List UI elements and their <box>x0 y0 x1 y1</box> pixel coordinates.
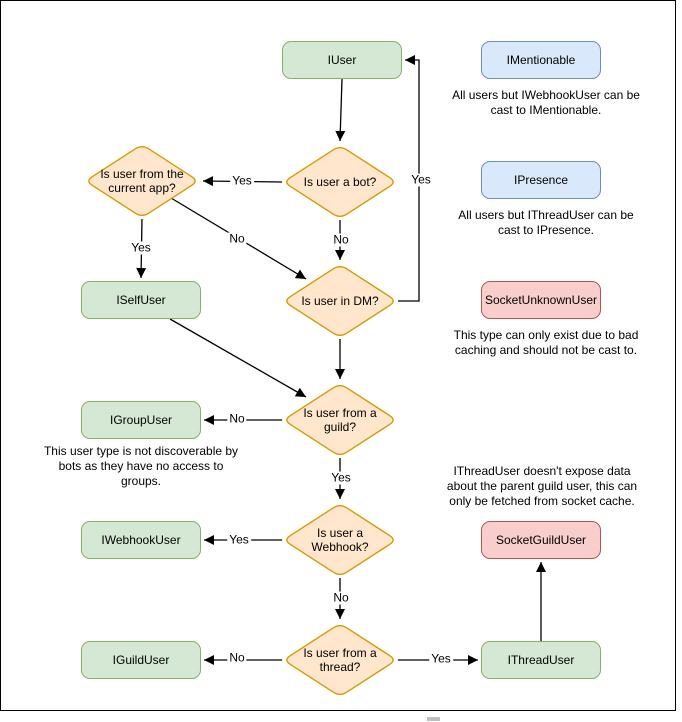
node-socketguilduser-label: SocketGuildUser <box>495 533 587 547</box>
node-igroupuser-label: IGroupUser <box>109 413 173 427</box>
node-iguilduser-label: IGuildUser <box>112 653 170 667</box>
decision-from-thread-label: Is user from a thread? <box>303 646 377 674</box>
diamond-shape <box>286 384 394 456</box>
note-imentionable: All users but IWebhookUser can be cast t… <box>452 88 640 117</box>
diagram-border <box>0 0 676 711</box>
edge-label-currentapp-yes: Yes <box>129 240 153 255</box>
edge-label-dm-yes: Yes <box>409 172 433 187</box>
node-ipresence-label: IPresence <box>513 173 569 187</box>
edge-label-bot-no: No <box>331 232 351 247</box>
node-iguilduser: IGuildUser <box>81 641 201 679</box>
decision-is-bot: Is user a bot? <box>282 144 398 220</box>
diamond-shape <box>286 504 394 576</box>
note-socketunknownuser: This type can only exist due to bad cach… <box>453 328 639 357</box>
edge-label-webhook-no: No <box>331 590 351 605</box>
node-iuser: IUser <box>282 41 402 79</box>
node-imentionable: IMentionable <box>481 41 601 79</box>
decision-in-dm: Is user in DM? <box>282 263 398 339</box>
decision-current-app-label: Is user from the current app? <box>100 167 184 195</box>
node-socketunknownuser-label: SocketUnknownUser <box>484 293 598 307</box>
edge-label-currentapp-no: No <box>227 231 247 246</box>
node-iuser-label: IUser <box>327 53 357 67</box>
node-ithreaduser-label: IThreadUser <box>507 653 575 667</box>
note-igroupuser: This user type is not discoverable by bo… <box>43 444 239 488</box>
note-ipresence: All users but IThreadUser can be cast to… <box>458 208 634 237</box>
decision-current-app: Is user from the current app? <box>84 143 200 219</box>
note-ithreaduser: IThreadUser doesn't expose data about th… <box>446 464 638 508</box>
edge-label-guild-yes: Yes <box>329 470 353 485</box>
scrollbar-remnant <box>427 717 440 721</box>
node-iselfuser-label: ISelfUser <box>116 293 166 307</box>
node-iwebhookuser-label: IWebhookUser <box>101 533 181 547</box>
node-ithreaduser: IThreadUser <box>481 641 601 679</box>
node-igroupuser: IGroupUser <box>81 401 201 439</box>
diamond-shape <box>286 624 394 696</box>
edge-label-guild-no: No <box>227 411 247 426</box>
decision-from-guild: Is user from a guild? <box>282 382 398 458</box>
decision-is-webhook-label: Is user a Webhook? <box>311 526 369 554</box>
node-ipresence: IPresence <box>481 161 601 199</box>
decision-from-guild-label: Is user from a guild? <box>303 406 377 434</box>
decision-is-bot-label: Is user a bot? <box>303 175 377 189</box>
diamond-shape <box>88 145 196 217</box>
decision-from-thread: Is user from a thread? <box>282 622 398 698</box>
node-iwebhookuser: IWebhookUser <box>81 521 201 559</box>
decision-is-webhook: Is user a Webhook? <box>282 502 398 578</box>
diamond-shape <box>286 146 394 218</box>
node-imentionable-label: IMentionable <box>506 53 576 67</box>
edge-label-thread-yes: Yes <box>429 651 453 666</box>
node-iselfuser: ISelfUser <box>81 281 201 319</box>
diamond-shape <box>286 265 394 337</box>
node-socketguilduser: SocketGuildUser <box>481 521 601 559</box>
decision-in-dm-label: Is user in DM? <box>301 294 379 308</box>
edge-label-thread-no: No <box>227 650 247 665</box>
node-socketunknownuser: SocketUnknownUser <box>481 281 601 319</box>
edge-label-bot-yes: Yes <box>230 173 254 188</box>
edge-label-webhook-yes: Yes <box>227 532 251 547</box>
